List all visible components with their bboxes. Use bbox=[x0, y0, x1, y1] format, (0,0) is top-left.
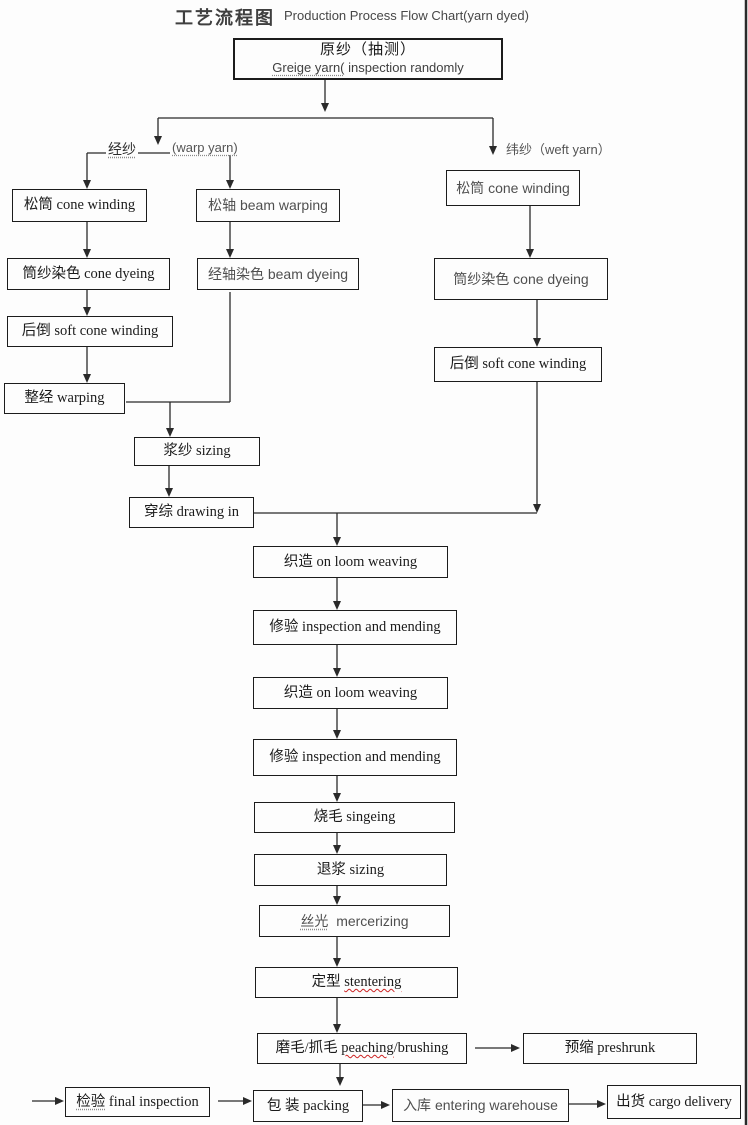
node-beam-warping: 松轴 beam warping bbox=[196, 189, 340, 222]
mercerizing-rest-text: mercerizing bbox=[328, 912, 409, 929]
page-title-chinese: 工艺流程图 bbox=[175, 8, 275, 28]
final-inspection-underlined-text: 检验 bbox=[76, 1093, 106, 1110]
node-inspection-mending-1: 修验 inspection and mending bbox=[253, 610, 457, 645]
node-stentering: 定型 stentering bbox=[255, 967, 458, 998]
peaching-prefix-text: 磨毛/抓毛 bbox=[275, 1040, 342, 1057]
node-packing: 包 装 packing bbox=[253, 1090, 363, 1122]
node-soft-cone-winding-warp: 后倒 soft cone winding bbox=[7, 316, 173, 347]
greige-underlined-text: Greige yarn( bbox=[272, 59, 345, 75]
node-final-inspection: 检验 final inspection bbox=[65, 1087, 210, 1117]
node-greige-yarn-line1: 原纱（抽测） bbox=[319, 42, 416, 59]
node-drawing-in: 穿综 drawing in bbox=[129, 497, 254, 528]
node-singeing: 烧毛 singeing bbox=[254, 802, 455, 833]
final-inspection-rest-text: final inspection bbox=[105, 1093, 199, 1110]
node-cone-winding-weft: 松筒 cone winding bbox=[446, 170, 580, 206]
greige-rest-text: inspection randomly bbox=[344, 59, 464, 75]
mercerizing-underlined-text: 丝光 bbox=[300, 912, 329, 929]
node-weaving-1: 织造 on loom weaving bbox=[253, 546, 448, 578]
node-sizing: 浆纱 sizing bbox=[134, 437, 260, 466]
node-cone-dyeing-weft: 筒纱染色 cone dyeing bbox=[434, 258, 608, 300]
stentering-underlined-text: stentering bbox=[344, 974, 402, 991]
node-cargo-delivery: 出货 cargo delivery bbox=[607, 1085, 741, 1119]
weft-yarn-label: 纬纱（weft yarn） bbox=[504, 139, 613, 158]
node-weaving-2: 织造 on loom weaving bbox=[253, 677, 448, 709]
node-greige-yarn: 原纱（抽测） Greige yarn( inspection randomly bbox=[233, 38, 503, 80]
node-greige-yarn-line2: Greige yarn( inspection randomly bbox=[272, 59, 464, 76]
peaching-suffix-text: /brushing bbox=[393, 1040, 449, 1057]
node-soft-cone-winding-weft: 后倒 soft cone winding bbox=[434, 347, 602, 382]
peaching-underlined-text: peaching bbox=[341, 1040, 394, 1057]
stentering-prefix-text: 定型 bbox=[311, 974, 345, 991]
warp-yarn-label-zh: 经纱 bbox=[106, 139, 138, 159]
node-beam-dyeing: 经轴染色 beam dyeing bbox=[197, 258, 359, 290]
node-entering-warehouse: 入库 entering warehouse bbox=[392, 1089, 569, 1122]
page-title-english: Production Process Flow Chart(yarn dyed) bbox=[284, 8, 529, 23]
node-cone-dyeing-warp: 筒纱染色 cone dyeing bbox=[7, 258, 170, 290]
warp-yarn-label-en: (warp yarn) bbox=[170, 140, 240, 155]
node-cone-winding-warp: 松筒 cone winding bbox=[12, 189, 147, 222]
node-desizing: 退浆 sizing bbox=[254, 854, 447, 886]
node-inspection-mending-2: 修验 inspection and mending bbox=[253, 739, 457, 776]
node-warping: 整经 warping bbox=[4, 383, 125, 414]
node-mercerizing: 丝光 mercerizing bbox=[259, 905, 450, 937]
node-peaching-brushing: 磨毛/抓毛 peaching/brushing bbox=[257, 1033, 467, 1064]
node-preshrunk: 预缩 preshrunk bbox=[523, 1033, 697, 1064]
